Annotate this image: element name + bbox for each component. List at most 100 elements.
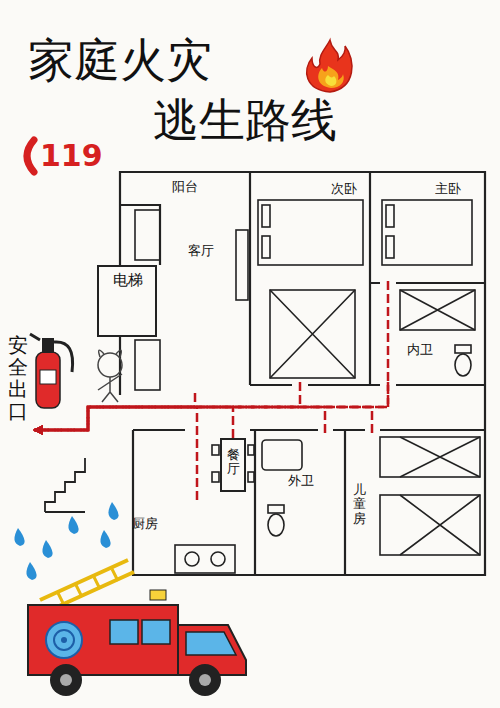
fire-truck bbox=[199, 674, 211, 686]
furniture bbox=[262, 205, 270, 227]
fire-truck bbox=[28, 560, 246, 696]
fire-truck bbox=[28, 605, 178, 675]
kitchen-room-label: 厨房 bbox=[132, 516, 158, 532]
flame-icon bbox=[325, 75, 336, 86]
flame-icon bbox=[318, 66, 344, 88]
furniture bbox=[380, 437, 480, 477]
fire-extinguisher bbox=[30, 334, 73, 372]
wall bbox=[255, 430, 345, 575]
furniture bbox=[455, 354, 471, 376]
fire-truck bbox=[50, 664, 82, 696]
bedroom-room-label: 次卧 bbox=[331, 181, 357, 197]
wall bbox=[250, 172, 370, 385]
wall bbox=[133, 429, 485, 431]
kids-room: 儿童房 bbox=[348, 433, 483, 573]
bathroom-room-label: 外卫 bbox=[288, 473, 314, 489]
wall bbox=[120, 205, 160, 265]
balcony-room: 阳台 bbox=[150, 176, 230, 200]
furniture bbox=[175, 545, 235, 573]
escape-route bbox=[34, 393, 195, 430]
wall bbox=[119, 337, 121, 395]
balcony-room-label: 阳台 bbox=[172, 179, 198, 195]
furniture bbox=[455, 345, 471, 353]
person-figure bbox=[99, 350, 122, 357]
elevator-box: 电梯 bbox=[97, 265, 157, 337]
water-drop bbox=[68, 516, 78, 534]
water-drop bbox=[26, 562, 36, 580]
master-bedroom-label: 主卧 bbox=[435, 181, 461, 197]
ensuite-bathroom: 内卫 bbox=[373, 286, 483, 382]
water-drop bbox=[42, 540, 52, 558]
wall bbox=[120, 172, 485, 575]
stairs bbox=[45, 458, 85, 512]
furniture bbox=[270, 290, 355, 378]
water-drop bbox=[100, 530, 110, 548]
furniture bbox=[386, 236, 394, 258]
living-room-label: 客厅 bbox=[188, 243, 214, 259]
flame-icon bbox=[307, 40, 352, 92]
fire-truck bbox=[58, 569, 118, 605]
escape-route bbox=[34, 407, 233, 438]
master-bedroom: 主卧 bbox=[373, 175, 483, 281]
furniture bbox=[212, 445, 219, 455]
kids-room-label: 儿童房 bbox=[353, 483, 366, 526]
water-drop bbox=[14, 528, 24, 546]
kitchen-room: 厨房 bbox=[124, 500, 216, 574]
dining-table: 餐厅 bbox=[220, 438, 246, 492]
water-drop bbox=[108, 502, 118, 520]
water-drop bbox=[14, 502, 118, 580]
furniture bbox=[185, 552, 199, 566]
phone-handset bbox=[27, 140, 34, 172]
safety-exit: 安全出口 bbox=[6, 332, 33, 442]
furniture bbox=[382, 200, 472, 265]
furniture bbox=[386, 205, 394, 227]
person-figure bbox=[98, 374, 122, 402]
furniture bbox=[135, 340, 160, 390]
furniture bbox=[212, 472, 219, 482]
furniture bbox=[400, 437, 480, 477]
fire-truck bbox=[61, 637, 67, 643]
furniture bbox=[236, 230, 248, 300]
dining-table-label: 餐厅 bbox=[227, 448, 240, 477]
flame-icon bbox=[307, 40, 352, 92]
stairs bbox=[45, 458, 85, 512]
furniture bbox=[270, 290, 355, 378]
fire-truck bbox=[189, 664, 221, 696]
ensuite-bathroom-label: 内卫 bbox=[407, 342, 433, 358]
furniture bbox=[262, 236, 270, 258]
wall bbox=[120, 172, 485, 575]
person-figure bbox=[98, 353, 122, 377]
furniture bbox=[268, 505, 284, 513]
furniture bbox=[262, 440, 302, 470]
fire-truck bbox=[54, 630, 74, 650]
furniture bbox=[135, 200, 480, 573]
phone-handset bbox=[27, 140, 34, 172]
bedroom-room: 次卧 bbox=[253, 175, 367, 382]
furniture bbox=[135, 210, 160, 260]
elevator-box-label: 电梯 bbox=[113, 271, 143, 289]
fire-truck bbox=[142, 620, 170, 644]
furniture bbox=[258, 200, 363, 265]
furniture bbox=[400, 495, 480, 555]
living-room: 客厅 bbox=[162, 205, 247, 393]
fire-extinguisher bbox=[40, 370, 56, 384]
escape-route bbox=[34, 407, 197, 500]
safety-exit-label: 安全出口 bbox=[8, 334, 28, 422]
furniture bbox=[248, 472, 254, 482]
furniture bbox=[248, 445, 254, 455]
furniture bbox=[380, 495, 480, 555]
fire-truck bbox=[60, 674, 72, 686]
fire-truck bbox=[150, 590, 166, 600]
wall bbox=[250, 384, 485, 386]
bathroom-room: 外卫 bbox=[258, 433, 343, 573]
fire-extinguisher bbox=[30, 334, 73, 408]
fire-extinguisher bbox=[36, 352, 60, 408]
fire-truck bbox=[186, 632, 236, 655]
stairs bbox=[45, 511, 85, 513]
fire-extinguisher bbox=[42, 338, 54, 353]
fire-truck bbox=[46, 622, 82, 658]
furniture bbox=[211, 552, 225, 566]
furniture bbox=[400, 290, 475, 330]
title: 家庭火灾 逃生路线 bbox=[28, 30, 368, 150]
emergency-number: 119 bbox=[40, 138, 103, 173]
